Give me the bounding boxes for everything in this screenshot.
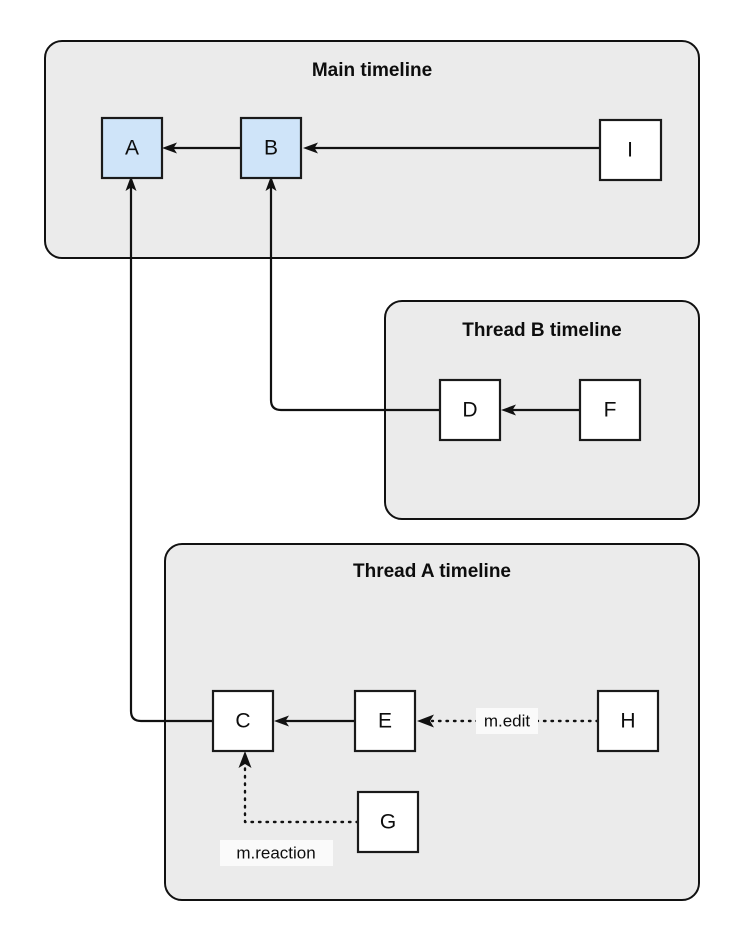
group-thread-b-timeline-title: Thread B timeline bbox=[462, 320, 621, 341]
edge-h-to-e-arrowhead bbox=[417, 714, 434, 728]
edge-c-to-a-arrowhead bbox=[125, 176, 137, 191]
edge-g-to-c: m.reaction bbox=[220, 751, 360, 866]
group-main-timeline: Main timeline bbox=[44, 40, 700, 259]
node-i-box[interactable] bbox=[598, 118, 663, 182]
group-main-timeline-box bbox=[44, 40, 700, 259]
node-c-box[interactable] bbox=[211, 689, 275, 753]
node-f[interactable]: F bbox=[578, 378, 642, 442]
node-g[interactable]: G bbox=[356, 790, 420, 854]
edge-c-to-a bbox=[125, 176, 213, 723]
node-f-label: F bbox=[604, 399, 617, 422]
node-c[interactable]: C bbox=[211, 689, 275, 753]
node-a-box[interactable] bbox=[100, 116, 164, 180]
edge-label-m-edit-background bbox=[476, 708, 538, 734]
node-b-label: B bbox=[264, 137, 278, 160]
edge-g-to-c-arrowhead bbox=[238, 751, 252, 768]
node-e[interactable]: E bbox=[353, 689, 417, 753]
edge-b-to-a-arrowhead bbox=[162, 142, 177, 154]
node-d[interactable]: D bbox=[438, 378, 502, 442]
node-i[interactable]: I bbox=[598, 118, 663, 182]
edge-d-to-b-arrowhead bbox=[265, 176, 277, 191]
node-h-box[interactable] bbox=[596, 689, 660, 753]
node-h[interactable]: H bbox=[596, 689, 660, 753]
node-g-label: G bbox=[380, 811, 396, 834]
node-b-box[interactable] bbox=[239, 116, 303, 180]
edge-f-to-d-arrowhead bbox=[501, 404, 516, 416]
node-f-box[interactable] bbox=[578, 378, 642, 442]
node-a[interactable]: A bbox=[100, 116, 164, 180]
node-g-box[interactable] bbox=[356, 790, 420, 854]
edge-f-to-d bbox=[501, 404, 580, 416]
node-d-label: D bbox=[462, 399, 477, 422]
edge-d-to-b bbox=[265, 176, 440, 412]
node-e-box[interactable] bbox=[353, 689, 417, 753]
edge-g-to-c-line bbox=[243, 764, 360, 824]
edge-b-to-a bbox=[162, 142, 241, 154]
node-h-label: H bbox=[620, 710, 635, 733]
node-a-label: A bbox=[125, 137, 139, 160]
edge-i-to-b-arrowhead bbox=[303, 142, 318, 154]
edge-e-to-c-arrowhead bbox=[274, 715, 289, 727]
edge-label-m-edit: m.edit bbox=[484, 711, 531, 730]
group-thread-a-timeline-title: Thread A timeline bbox=[353, 561, 511, 582]
edge-d-to-b-line bbox=[269, 186, 440, 412]
edge-c-to-a-line bbox=[129, 186, 213, 723]
node-e-label: E bbox=[378, 710, 392, 733]
node-d-box[interactable] bbox=[438, 378, 502, 442]
edge-e-to-c bbox=[274, 715, 355, 727]
node-b[interactable]: B bbox=[239, 116, 303, 180]
edge-h-to-e: m.edit bbox=[417, 708, 600, 734]
group-main-timeline-title: Main timeline bbox=[312, 60, 432, 81]
edge-i-to-b bbox=[303, 142, 600, 154]
edge-label-m-reaction-background bbox=[220, 840, 333, 866]
edge-label-m-reaction: m.reaction bbox=[236, 843, 315, 862]
node-c-label: C bbox=[235, 710, 250, 733]
node-i-label: I bbox=[627, 139, 633, 162]
